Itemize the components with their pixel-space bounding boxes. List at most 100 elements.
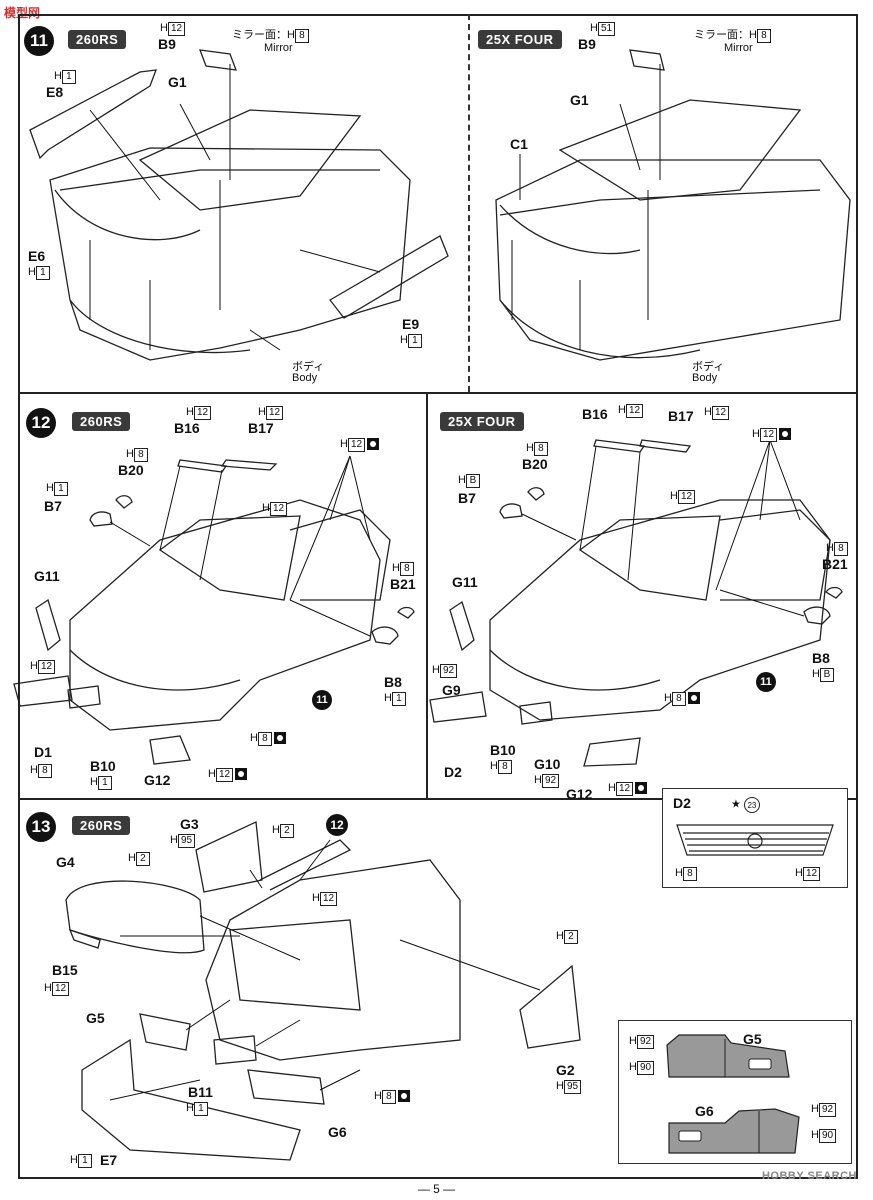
part-g12-right: G12 <box>566 786 593 802</box>
part-g2: G2 <box>556 1062 575 1078</box>
part-g1-right: G1 <box>570 92 589 108</box>
step-12-number: 12 <box>26 408 56 438</box>
divider-11-variants <box>468 14 470 392</box>
part-e7: E7 <box>100 1152 118 1168</box>
ref-step-12: 12 <box>326 814 348 836</box>
divider-12-13-right <box>428 798 858 800</box>
part-g9: G9 <box>442 682 461 698</box>
part-g5: G5 <box>86 1010 105 1026</box>
part-g11-right: G11 <box>452 574 478 590</box>
part-b21-left: B21 <box>390 576 416 592</box>
divider-12-13-left <box>18 798 428 800</box>
part-g10: G10 <box>534 756 561 772</box>
part-e9: E9 <box>402 316 420 332</box>
page-number: — 5 — <box>417 1182 456 1196</box>
inset-g5-label: G5 <box>743 1031 762 1047</box>
variant-260rs-step12: 260RS <box>72 412 131 431</box>
variant-260rs-step13: 260RS <box>72 816 131 835</box>
part-b20-right: B20 <box>522 456 548 472</box>
hobbysearch-watermark: HOBBY SEARCH <box>761 1170 857 1182</box>
part-b10-right: B10 <box>490 742 516 758</box>
divider-11-12 <box>18 392 858 394</box>
part-g12-left: G12 <box>144 772 171 788</box>
part-e8: E8 <box>46 84 64 100</box>
part-b16-right: B16 <box>582 406 608 422</box>
site-watermark: 模型网 <box>4 6 41 20</box>
inset-d2-label: D2 <box>673 795 691 811</box>
part-c1: C1 <box>510 136 528 152</box>
g6-shape <box>668 1108 800 1154</box>
part-g4: G4 <box>56 854 75 870</box>
instruction-frame <box>18 14 858 1179</box>
part-g11-left: G11 <box>34 568 60 584</box>
part-g3: G3 <box>180 816 199 832</box>
part-b17-right: B17 <box>668 408 694 424</box>
part-b17-left: B17 <box>248 420 274 436</box>
part-e6: E6 <box>28 248 46 264</box>
part-d1: D1 <box>34 744 52 760</box>
part-b8-left: B8 <box>384 674 402 690</box>
mirror-en-left: Mirror <box>264 42 293 54</box>
inset-g6-label: G6 <box>695 1103 714 1119</box>
step-11-number: 11 <box>24 26 54 56</box>
part-g1-left: G1 <box>168 74 187 90</box>
mirror-en-right: Mirror <box>724 42 753 54</box>
step-13-number: 13 <box>26 812 56 842</box>
part-b7-right: B7 <box>458 490 476 506</box>
part-b9-right: B9 <box>578 36 596 52</box>
part-b9-left: B9 <box>158 36 176 52</box>
part-b20-left: B20 <box>118 462 144 478</box>
variant-25xfour-step11: 25X FOUR <box>478 30 562 49</box>
part-b11: B11 <box>188 1084 213 1100</box>
part-b21-right: B21 <box>822 556 848 572</box>
ref-step-11-left: 11 <box>312 690 332 710</box>
ref-step-11-right: 11 <box>756 672 776 692</box>
variant-260rs-step11: 260RS <box>68 30 127 49</box>
part-b10-left: B10 <box>90 758 116 774</box>
body-en-left: Body <box>292 372 318 384</box>
body-jp-right: ボディ <box>692 361 725 373</box>
